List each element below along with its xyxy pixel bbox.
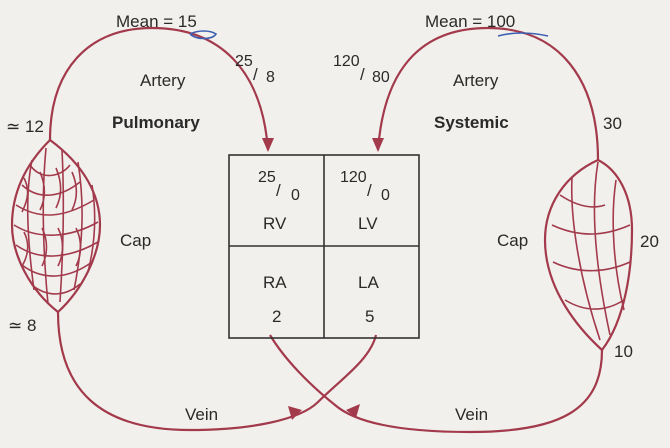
- pulmonary-pressure-12: ≃ 12: [6, 117, 44, 136]
- pulmonary-artery-diastolic: 8: [266, 69, 275, 86]
- lv-pressure-systolic: 120: [340, 169, 367, 186]
- systemic-capillary-label: Cap: [497, 231, 528, 250]
- pulmonary-artery-slash: /: [253, 65, 258, 84]
- systemic-pressure-20: 20: [640, 232, 659, 251]
- pulmonary-artery-arrow: [262, 138, 274, 152]
- pulmonary-mean-label: Mean = 15: [116, 12, 197, 31]
- pulmonary-mean-annotation: [189, 30, 218, 40]
- systemic-vein-arrow: [346, 404, 360, 418]
- systemic-artery-arrow: [372, 138, 384, 152]
- systemic-artery-label: Artery: [453, 71, 499, 90]
- pulmonary-capillary-bed: [10, 138, 102, 314]
- systemic-artery-diastolic: 80: [372, 69, 390, 86]
- lv-label: LV: [358, 214, 378, 233]
- ra-label: RA: [263, 273, 287, 292]
- systemic-mean-annotation: [497, 32, 549, 37]
- systemic-vein-label: Vein: [455, 405, 488, 424]
- pulmonary-artery-label: Artery: [140, 71, 186, 90]
- systemic-artery-vessel: [376, 26, 600, 161]
- rv-label: RV: [263, 214, 287, 233]
- rv-pressure-slash: /: [276, 181, 281, 200]
- ra-pressure: 2: [272, 307, 281, 326]
- heart-chambers: [228, 154, 420, 339]
- systemic-vein-vessel: [269, 334, 604, 434]
- systemic-artery-slash: /: [360, 65, 365, 84]
- la-pressure: 5: [365, 307, 374, 326]
- rv-pressure-diastolic: 0: [291, 187, 300, 204]
- pulmonary-vein-label: Vein: [185, 405, 218, 424]
- pulmonary-artery-systolic: 25: [235, 53, 253, 70]
- lv-pressure-diastolic: 0: [381, 187, 390, 204]
- pulmonary-vein-vessel: [56, 311, 378, 432]
- pulmonary-pressure-8: ≃ 8: [8, 316, 36, 335]
- systemic-pressure-30: 30: [603, 114, 622, 133]
- systemic-capillary-bed: [543, 158, 634, 352]
- systemic-circuit-title: Systemic: [434, 113, 509, 132]
- systemic-artery-systolic: 120: [333, 53, 360, 70]
- systemic-pressure-10: 10: [614, 342, 633, 361]
- pulmonary-vein-arrow: [288, 406, 302, 420]
- systemic-mean-label: Mean = 100: [425, 12, 515, 31]
- pulmonary-artery-vessel: [48, 26, 270, 151]
- la-label: LA: [358, 273, 379, 292]
- pulmonary-circuit-title: Pulmonary: [112, 113, 200, 132]
- rv-pressure-systolic: 25: [258, 169, 276, 186]
- lv-pressure-slash: /: [367, 181, 372, 200]
- pulmonary-capillary-label: Cap: [120, 231, 151, 250]
